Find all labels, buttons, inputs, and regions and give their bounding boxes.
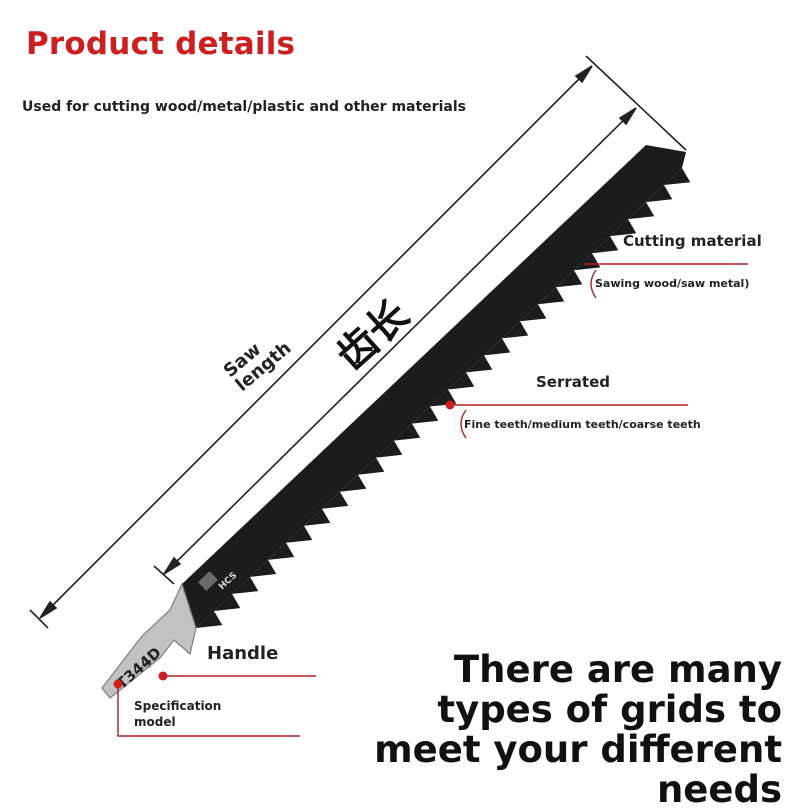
serrated-title: Serrated bbox=[536, 373, 610, 391]
serrated-bracket bbox=[460, 409, 467, 439]
blade-teeth bbox=[196, 168, 691, 628]
shank-hole bbox=[144, 660, 152, 668]
tooth-length-tick-start bbox=[153, 565, 175, 585]
saw-length-dimension-line bbox=[39, 65, 593, 619]
page-subtitle: Used for cutting wood/metal/plastic and … bbox=[22, 99, 466, 115]
serrated-marker bbox=[445, 400, 455, 410]
tooth-length-dimension-line bbox=[163, 107, 637, 575]
saw-length-tick-start bbox=[29, 609, 49, 629]
brand-mark-icon bbox=[198, 571, 218, 591]
handle-marker bbox=[158, 671, 168, 681]
tooth-length-arrow-start bbox=[163, 556, 182, 575]
saw-length-arrow-start bbox=[39, 600, 58, 619]
cutting-material-bracket bbox=[590, 269, 597, 299]
spec-marker bbox=[113, 679, 123, 689]
spec-bracket bbox=[117, 684, 300, 737]
saw-length-tick-end bbox=[585, 55, 687, 151]
handle-title: Handle bbox=[207, 643, 279, 664]
blade-body bbox=[182, 145, 686, 628]
saw-length-arrow-end bbox=[574, 65, 593, 84]
page-title: Product details bbox=[26, 26, 296, 62]
tagline: There are many types of grids to meet yo… bbox=[374, 648, 782, 811]
specification-detail: Specification model bbox=[134, 699, 222, 729]
serrated-detail: Fine teeth/medium teeth/coarse teeth bbox=[464, 418, 701, 431]
tooth-length-label: 齿长 bbox=[327, 291, 418, 379]
cutting-material-detail: Sawing wood/saw metal) bbox=[595, 277, 750, 290]
tooth-length-arrow-end bbox=[618, 107, 637, 126]
cutting-material-title: Cutting material bbox=[623, 232, 762, 250]
